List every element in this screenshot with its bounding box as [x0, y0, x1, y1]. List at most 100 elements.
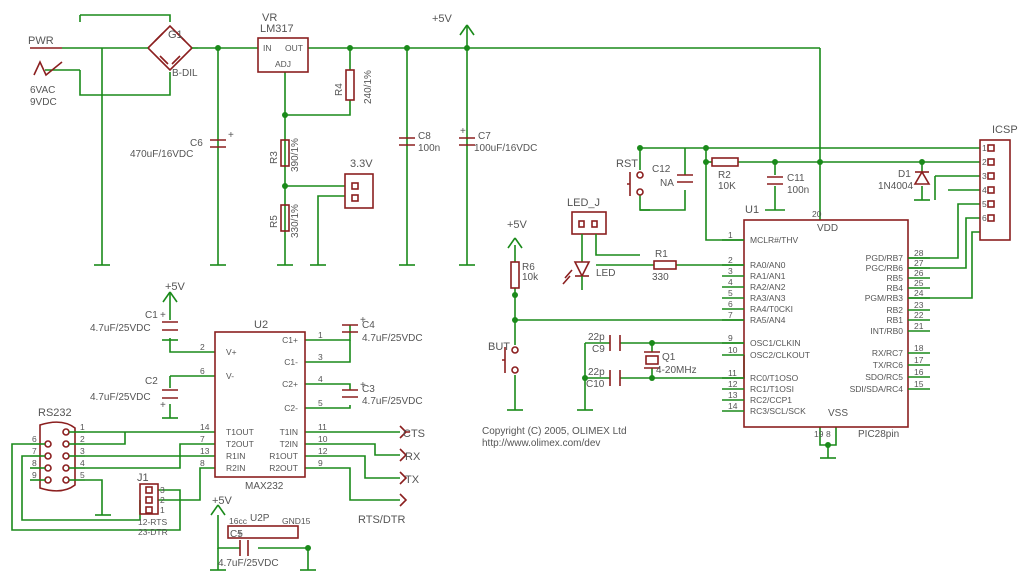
led: LED	[562, 261, 615, 290]
c3-value: 4.7uF/25VDC	[362, 396, 423, 407]
supply-arrows	[162, 24, 523, 516]
c7-label: C7	[478, 131, 491, 142]
icsp-pin-number: 3	[982, 171, 987, 181]
icsp-pin-number: 2	[982, 157, 987, 167]
icsp-pin-number: 6	[982, 213, 987, 223]
u1-pin-number: 11	[728, 368, 737, 378]
u2-pin-name: V-	[226, 371, 234, 381]
u2-pin-name: C1-	[284, 357, 298, 367]
svg-text:+: +	[360, 380, 366, 391]
cts-label: CTS	[403, 428, 425, 440]
resistor-r1: R1 330	[652, 249, 677, 283]
u1-pin-name: INT/RB0	[870, 326, 903, 336]
capacitor-c9: 22p C9	[588, 332, 621, 355]
u1-vss2-pin: 8	[826, 429, 831, 439]
j1-pin-number: 1	[160, 505, 165, 515]
r4-value: 240/1%	[363, 70, 374, 104]
u2-pin-name: T1IN	[280, 427, 298, 437]
pic-label: PIC28pin	[858, 429, 899, 440]
reset-button: RST	[616, 158, 644, 196]
plus5v-u2p-label: +5V	[212, 495, 233, 507]
capacitor-c7: + C7 100uF/16VDC	[459, 126, 537, 154]
u1-pin-number: 1	[728, 230, 733, 240]
u1-pin-number: 14	[728, 401, 738, 411]
adj-pin-label: ADJ	[275, 59, 291, 69]
db9-pin	[62, 440, 70, 448]
u2-pin-name: T2IN	[280, 439, 298, 449]
power-wires	[45, 14, 821, 265]
u2-pin-number: 8	[200, 458, 205, 468]
u2-pin-name: C2-	[284, 403, 298, 413]
db9-pin	[44, 464, 52, 472]
u1-pin-name: PGC/RB6	[866, 263, 904, 273]
u1-pin-name: RA3/AN3	[750, 293, 786, 303]
c1-value: 4.7uF/25VDC	[90, 323, 151, 334]
capacitor-c3: + C3 4.7uF/25VDC	[342, 380, 423, 407]
d1-label: D1	[898, 169, 911, 180]
c12-value: NA	[660, 178, 674, 189]
rs232-wires	[11, 292, 400, 570]
led-jumper: LED_J	[567, 197, 607, 240]
j1-pin-pad	[145, 496, 153, 504]
c1-label: C1	[145, 310, 158, 321]
u2-pin-number: 2	[200, 342, 205, 352]
u1-pin-name: RA2/AN2	[750, 282, 786, 292]
j1-pin-pad	[145, 486, 153, 494]
url-text: http://www.olimex.com/dev	[482, 438, 600, 449]
capacitor-c2: + C2 4.7uF/25VDC	[90, 376, 178, 411]
u2-pin-number: 4	[318, 374, 323, 384]
icsp-pin-number: 1	[982, 143, 987, 153]
copyright-block: Copyright (C) 2005, OLIMEX Ltd http://ww…	[482, 426, 627, 449]
u2-pin-number: 11	[318, 422, 327, 432]
db9-pin	[44, 452, 52, 460]
j1-pin-number: 2	[160, 495, 165, 505]
u1-pin-number: 4	[728, 277, 733, 287]
u1-pin-number: 3	[728, 266, 733, 276]
r5-value: 330/1%	[290, 204, 301, 238]
crystal-q1: Q1 4-20MHz	[644, 351, 697, 376]
j1-pin-pad	[145, 506, 153, 514]
db9-pin-number: 7	[32, 446, 37, 456]
u1-pin-number: 25	[914, 278, 924, 288]
u1-pin-name: TX/RC6	[873, 360, 904, 370]
tx-label: TX	[405, 474, 420, 486]
u2-pin-number: 13	[200, 446, 210, 456]
u1-pin-name: RA0/AN0	[750, 260, 786, 270]
u2-pin-name: C1+	[282, 335, 298, 345]
icsp-pin-pad	[987, 200, 995, 208]
u2p-label: U2P	[250, 513, 270, 524]
plus5v-r6-label: +5V	[507, 219, 528, 231]
svg-text:+: +	[160, 310, 166, 321]
u1-pin-name: MCLR#/THV	[750, 235, 799, 245]
g1-label: G1	[168, 29, 183, 41]
vdc-label: 9VDC	[30, 97, 57, 108]
d1-value: 1N4004	[878, 181, 913, 192]
bdil-label: B-DIL	[172, 68, 198, 79]
u1-pin-name: RA1/AN1	[750, 271, 786, 281]
rtsdtr-label: RTS/DTR	[358, 514, 406, 526]
vac-label: 6VAC	[30, 85, 55, 96]
c7-value: 100uF/16VDC	[474, 143, 537, 154]
svg-text:+: +	[160, 400, 166, 411]
u1-pin-name: RB1	[886, 315, 903, 325]
u2-pin-name: R2IN	[226, 463, 245, 473]
icsp-pin-pad	[987, 214, 995, 222]
u1-pin-name: SDO/RC5	[865, 372, 903, 382]
c4-value: 4.7uF/25VDC	[362, 333, 423, 344]
db9-pin	[44, 440, 52, 448]
capacitor-c6: + C6 470uF/16VDC	[130, 130, 234, 160]
u2-pin-number: 7	[200, 434, 205, 444]
db9-pin-number: 9	[32, 470, 37, 480]
v33-label: 3.3V	[350, 158, 373, 170]
u1-pin-name: RB2	[886, 305, 903, 315]
u2-pin-name: C2+	[282, 379, 298, 389]
pwr-connector: PWR 6VAC 9VDC	[28, 35, 63, 108]
u2-pin-name: R1IN	[226, 451, 245, 461]
r3-label: R3	[269, 151, 280, 164]
q1-label: Q1	[662, 352, 676, 363]
